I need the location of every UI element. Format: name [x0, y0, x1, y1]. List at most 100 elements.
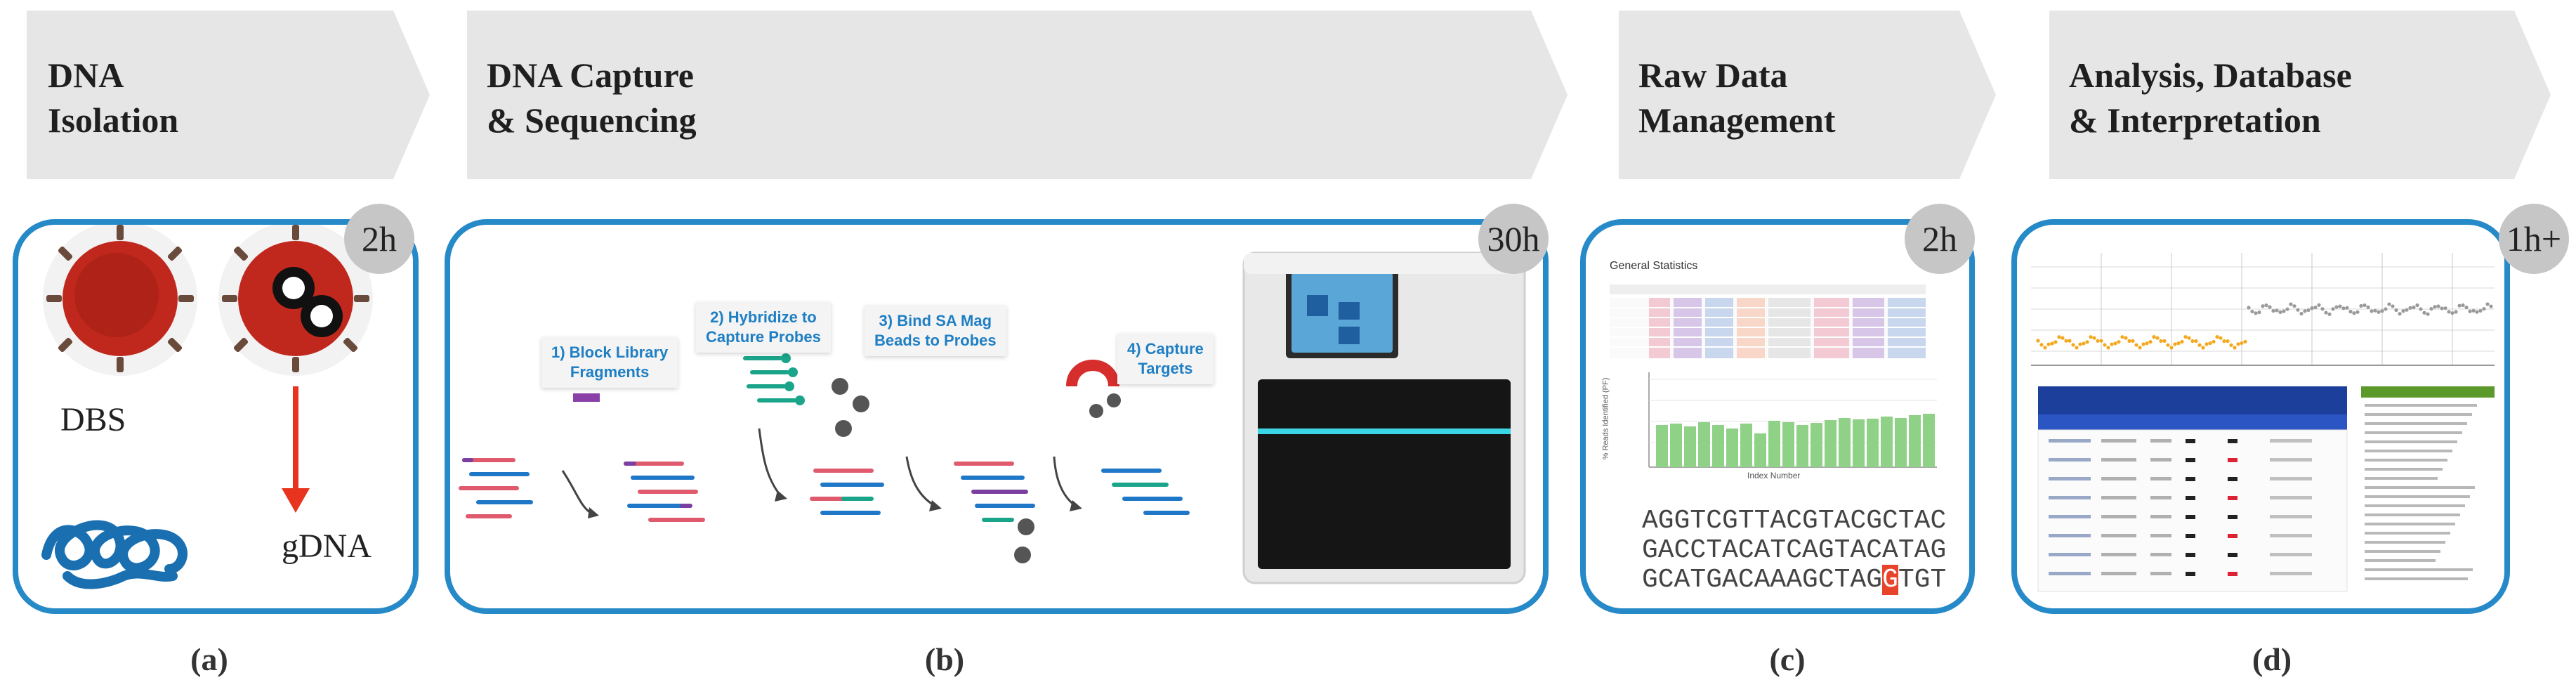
report-row-bar: [2270, 553, 2312, 556]
panel-a-box: DBS gDNA: [13, 219, 419, 614]
report-text-line: [2365, 413, 2472, 416]
index-bar: [1782, 422, 1794, 467]
report-row-bar: [2101, 496, 2136, 499]
copy-number-point: [2120, 335, 2124, 339]
chevron-dna-capture: [467, 11, 1568, 179]
report-text-line: [2365, 523, 2455, 525]
panel-label-b: (b): [924, 641, 965, 677]
copy-number-point: [2124, 336, 2128, 340]
stage-title-analysis: Analysis, Database & Interpretation: [2069, 55, 2352, 140]
report-row-bar: [2049, 439, 2091, 443]
copy-number-point: [2278, 310, 2282, 314]
stage-title-dna-capture: DNA Capture & Sequencing: [487, 55, 697, 140]
copy-number-point: [2190, 339, 2195, 344]
copy-number-point: [2429, 306, 2433, 311]
copy-number-point: [2183, 334, 2188, 339]
time-badge-a: 2h: [344, 204, 414, 274]
report-row-bar: [2101, 439, 2136, 443]
report-text-line: [2365, 459, 2447, 462]
report-row-bar: [2049, 534, 2091, 537]
copy-number-point: [2394, 308, 2398, 313]
copy-number-point: [2197, 343, 2202, 347]
copy-number-point: [2092, 336, 2096, 340]
copy-number-point: [2415, 303, 2419, 308]
report-row-bar: [2049, 496, 2091, 499]
copy-number-point: [2401, 309, 2405, 313]
copy-number-point: [2176, 341, 2181, 346]
copy-number-point: [2422, 310, 2426, 315]
stage-title-raw-data: Raw Data Management: [1638, 55, 1836, 140]
copy-number-point: [2366, 305, 2370, 309]
index-bar: [1754, 433, 1766, 467]
copy-number-point: [2103, 343, 2107, 347]
index-bar: [1825, 420, 1836, 467]
copy-number-point: [2338, 304, 2342, 308]
report-row-bar: [2186, 534, 2195, 538]
report-row-bar: [2270, 458, 2312, 462]
copy-number-point: [2391, 304, 2395, 308]
report-row-bar: [2228, 477, 2237, 481]
copy-number-point: [2236, 342, 2240, 346]
copy-number-point: [2461, 303, 2465, 308]
time-badge-c: 2h: [1905, 204, 1975, 274]
index-bar: [1796, 425, 1808, 467]
chevron-raw-data: [1619, 11, 1996, 179]
copy-number-point: [2475, 310, 2479, 314]
copy-number-point: [2489, 304, 2493, 308]
report-text-line: [2365, 486, 2475, 489]
copy-number-point: [2113, 341, 2117, 346]
index-bar: [1726, 428, 1738, 467]
report-row-bar: [2101, 477, 2136, 480]
copy-number-point: [2117, 340, 2121, 344]
panel-c-box: General Statistics % R: [1580, 219, 1975, 614]
report-row-bar: [2101, 553, 2136, 556]
copy-number-point: [2208, 341, 2212, 346]
copy-number-point: [2233, 346, 2237, 350]
copy-number-point: [2370, 309, 2374, 313]
sequencer-icon: [1242, 251, 1526, 584]
panel-label-c: (c): [1769, 641, 1806, 677]
report-text-line: [2365, 440, 2457, 443]
report-row-bar: [2150, 439, 2171, 443]
step-1-callout: 1) Block Library Fragments: [541, 337, 678, 388]
dbs-label: DBS: [60, 401, 126, 438]
copy-number-point: [2061, 336, 2065, 340]
sequence-line-3: GCATGACAAAGCTAGGTGT: [1642, 565, 1946, 596]
report-text-line: [2365, 477, 2438, 480]
copy-number-point: [2187, 336, 2191, 340]
report-text-line: [2365, 422, 2467, 425]
report-row-bar: [2270, 439, 2312, 443]
copy-number-point: [2436, 304, 2440, 308]
copy-number-point: [2296, 308, 2300, 312]
copy-number-point: [2099, 339, 2103, 343]
copy-number-point: [2331, 307, 2335, 311]
step-3-callout: 3) Bind SA Mag Beads to Probes: [865, 306, 1006, 356]
copy-number-point: [2292, 304, 2296, 308]
copy-number-point: [2148, 340, 2153, 344]
raw-data-screenshot: [1610, 284, 1937, 468]
copy-number-point: [2036, 339, 2040, 343]
sequence-variant-highlight: G: [1882, 565, 1898, 595]
report-row-bar: [2186, 496, 2195, 500]
index-bar: [1684, 426, 1696, 467]
report-row-bar: [2228, 534, 2237, 538]
report-row-bar: [2270, 477, 2312, 480]
report-row-bar: [2228, 458, 2237, 462]
stage-chevrons: [27, 11, 2551, 179]
copy-number-point: [2264, 303, 2268, 308]
index-bar: [1811, 423, 1822, 467]
report-text-line: [2365, 468, 2443, 471]
index-bar: [1656, 425, 1668, 467]
report-text-line: [2365, 532, 2450, 535]
capture-workflow-illustration: [459, 251, 1526, 584]
copy-number-point: [2219, 336, 2223, 340]
dbs-illustration: [41, 225, 373, 589]
copy-number-point: [2345, 306, 2349, 310]
copy-number-point: [2355, 310, 2360, 314]
copy-number-point: [2110, 342, 2114, 346]
copy-number-point: [2373, 308, 2377, 313]
report-text-line: [2365, 568, 2473, 571]
index-bar: [1670, 424, 1682, 467]
chart-xlabel: Index Number: [1747, 471, 1801, 480]
copy-number-point: [2201, 346, 2205, 350]
